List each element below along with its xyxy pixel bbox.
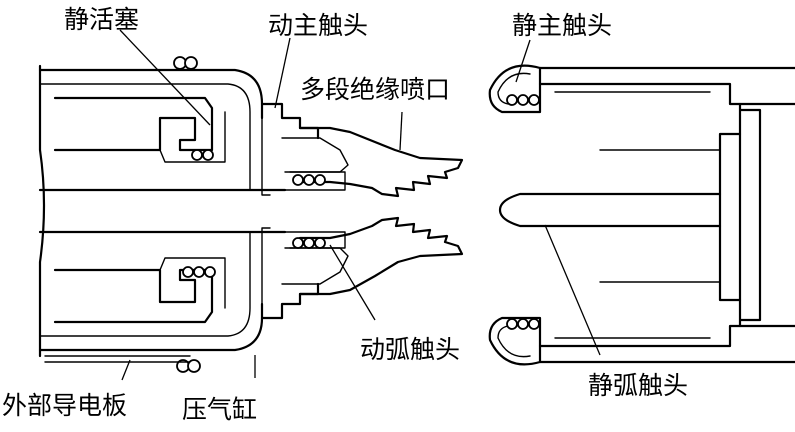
contact-ball [517, 94, 529, 106]
contact-ball [528, 318, 540, 330]
seal-ball [184, 56, 198, 70]
label-static-arc-contact: 静弧触头 [588, 371, 689, 400]
label-moving-arc-contact: 动弧触头 [360, 335, 461, 364]
moving-main-contact-upper [260, 102, 320, 140]
contact-ball [506, 94, 518, 106]
arc-contact-ball [314, 237, 326, 249]
label-moving-main-contact: 动主触头 [268, 11, 369, 40]
nozzle-upper [298, 126, 464, 198]
leader-static-piston [119, 29, 211, 126]
moving-main-contact-lower [260, 282, 320, 320]
seal-ball [202, 149, 214, 161]
seal-ball [191, 149, 203, 161]
contact-shell-upper [261, 117, 271, 196]
outer-housing-bottom [38, 302, 264, 352]
outer-housing-top [38, 68, 264, 120]
seal-ball [204, 266, 216, 278]
leader-lines [119, 29, 601, 381]
piston-ring-upper [159, 111, 226, 163]
support-tube-lower [538, 324, 795, 364]
seal-ball [187, 359, 201, 373]
contact-ball [517, 318, 529, 330]
static-piston-upper [53, 96, 214, 152]
moving-arc-contact-lower [284, 231, 346, 249]
arc-contact-base [738, 102, 762, 328]
housing-inner-bottom [39, 231, 251, 337]
nozzle-lower [298, 216, 464, 296]
label-multi-section-nozzle: 多段绝缘喷口 [300, 75, 451, 104]
static-main-contact-lower-inner [497, 325, 531, 358]
moving-side-assembly [38, 56, 464, 373]
label-outer-conductor-plate: 外部导电板 [2, 391, 128, 420]
static-main-contact-lower [488, 316, 542, 366]
piston-ring-lower [159, 257, 226, 309]
leader-nozzle [399, 111, 403, 151]
leader-static-arc-contact [544, 224, 601, 356]
moving-arc-contact-upper [284, 171, 346, 191]
arc-contact-rails [599, 149, 721, 283]
leader-moving-main-contact [274, 37, 291, 109]
arc-contact-body [718, 132, 742, 302]
nozzle-upper-inner [281, 137, 349, 173]
seal-ball [193, 266, 205, 278]
label-puffer-cylinder: 压气缸 [182, 395, 258, 424]
static-main-contact-upper [488, 64, 542, 114]
seal-ball [182, 266, 194, 278]
label-static-piston: 静活塞 [64, 5, 140, 34]
static-piston-lower [53, 268, 214, 324]
housing-inner-top [39, 83, 251, 191]
leader-static-main-contact [515, 39, 531, 83]
outer-conductor-plate [44, 355, 191, 363]
arc-contact-ball [303, 237, 315, 249]
arc-contact-ball [314, 174, 326, 186]
contact-ball [506, 318, 518, 330]
nozzle-lower-inner [281, 247, 349, 285]
leader-outer-conductor [121, 359, 131, 381]
support-tube-upper [538, 66, 795, 106]
contact-shell-lower [261, 227, 271, 305]
housing-left-edge [38, 64, 46, 358]
static-side-assembly [488, 64, 795, 366]
label-static-main-contact: 静主触头 [512, 11, 613, 40]
arc-contact-ball [292, 174, 304, 186]
arc-contact-ball [303, 174, 315, 186]
arc-contact-ball [292, 237, 304, 249]
static-arc-contact [498, 192, 722, 228]
leader-moving-arc-contact [329, 244, 376, 321]
contact-ball [528, 94, 540, 106]
